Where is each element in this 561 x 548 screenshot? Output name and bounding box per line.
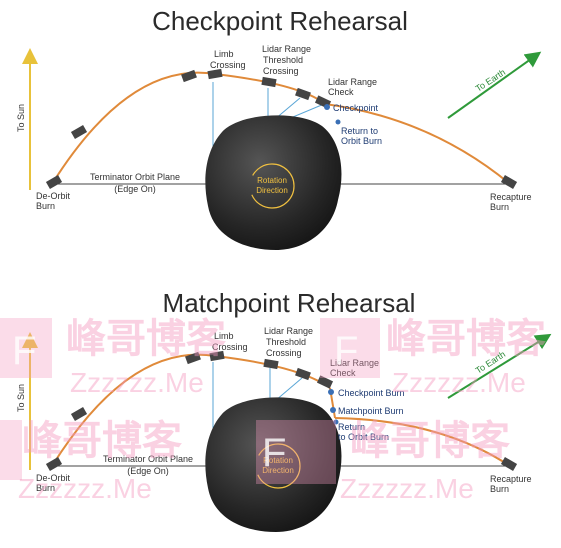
watermark-logo [0, 318, 52, 378]
spacecraft-icon [70, 125, 88, 139]
lidar-threshold-label: Threshold [263, 55, 303, 65]
deorbit-label: Burn [36, 483, 55, 493]
return-trajectory [334, 417, 511, 467]
rotation-label: Rotation [263, 456, 293, 465]
return-label: Orbit Burn [341, 136, 382, 146]
return-label: Return [338, 422, 365, 432]
watermark-logo-letter: F [262, 431, 286, 475]
deorbit-label: Burn [36, 201, 55, 211]
lidar-threshold-label: Lidar Range [264, 326, 313, 336]
lidar-threshold-label: Crossing [266, 348, 302, 358]
spacecraft-icon [263, 358, 279, 370]
lidar-check-label: Lidar Range [330, 358, 379, 368]
spacecraft-icon [185, 351, 201, 365]
lidar-check-label: Check [328, 87, 354, 97]
watermark-logo-letter: F [334, 329, 358, 373]
return-dot [333, 419, 339, 425]
limb-label: Limb [214, 331, 234, 341]
lidar-threshold-label: Crossing [263, 66, 299, 76]
rotation-label: Direction [256, 186, 288, 195]
return-label: Return to [341, 126, 378, 136]
recapture-label: Recapture [490, 192, 532, 202]
asteroid [205, 115, 342, 250]
panel-title: Matchpoint Rehearsal [163, 288, 416, 318]
spacecraft-icon [500, 175, 518, 189]
watermark: F F F 峰哥博客 峰哥博客 Zzzzzz.Me Zzzzzz.Me 峰哥博客… [0, 316, 546, 504]
checkpoint-dot [324, 104, 330, 110]
spacecraft-icon [181, 69, 197, 83]
spacecraft-icon [316, 375, 334, 389]
rotation-label: Rotation [257, 176, 287, 185]
earth-arrow [447, 51, 542, 119]
watermark-text-cn: 峰哥博客 [66, 316, 226, 362]
recapture-label: Recapture [490, 474, 532, 484]
spacecraft-icon [207, 68, 223, 80]
watermark-text-en: Zzzzzz.Me [18, 473, 152, 504]
panel-checkpoint: Checkpoint Rehearsal To Sun To Earth Rot… [16, 6, 542, 250]
matchpoint-burn-label: Matchpoint Burn [338, 406, 404, 416]
watermark-text-cn: 峰哥博客 [386, 316, 546, 362]
watermark-logo [0, 420, 22, 480]
panel-title: Checkpoint Rehearsal [152, 6, 408, 36]
rotation-ring [249, 163, 295, 209]
return-label: to Orbit Burn [338, 432, 389, 442]
spacecraft-icon [45, 175, 63, 189]
watermark-text-en: Zzzzzz.Me [392, 367, 526, 398]
spacecraft-icon [500, 457, 518, 471]
sun-label: To Sun [16, 104, 26, 132]
spacecraft-icon [295, 367, 311, 381]
earth-arrow [447, 333, 552, 399]
terminator-label: (Edge On) [114, 184, 156, 194]
sun-label: To Sun [16, 384, 26, 412]
spacecraft-icon [70, 407, 88, 421]
watermark-text-en: Zzzzzz.Me [340, 473, 474, 504]
limb-label: Limb [214, 49, 234, 59]
checkpoint-burn-dot [328, 389, 334, 395]
spacecraft-icon [295, 87, 311, 101]
lidar-threshold-label: Threshold [266, 337, 306, 347]
deorbit-label: De-Orbit [36, 473, 71, 483]
spacecraft-icon [209, 350, 225, 362]
checkpoint-label: Checkpoint [333, 103, 379, 113]
spacecraft-icon [261, 76, 277, 88]
lidar-check-label: Check [330, 368, 356, 378]
recapture-label: Burn [490, 484, 509, 494]
asteroid [205, 397, 342, 532]
watermark-logo-letter: F [12, 329, 36, 373]
deorbit-label: De-Orbit [36, 191, 71, 201]
limb-label: Crossing [210, 60, 246, 70]
return-dot [335, 119, 341, 125]
rotation-label: Direction [262, 466, 294, 475]
watermark-logo [256, 420, 336, 484]
watermark-text-cn: 峰哥博客 [350, 418, 510, 464]
checkpoint-burn-label: Checkpoint Burn [338, 388, 405, 398]
terminator-label: Terminator Orbit Plane [103, 454, 193, 464]
lidar-check-label: Lidar Range [328, 77, 377, 87]
terminator-label: Terminator Orbit Plane [90, 172, 180, 182]
lidar-threshold-label: Lidar Range [262, 44, 311, 54]
return-trajectory [324, 103, 511, 185]
watermark-text-cn: 峰哥博客 [22, 418, 182, 464]
recapture-label: Burn [490, 202, 509, 212]
spacecraft-icon [45, 457, 63, 471]
watermark-logo [320, 318, 380, 378]
limb-label: Crossing [212, 342, 248, 352]
rotation-ring [255, 443, 301, 489]
matchpoint-burn-dot [330, 407, 336, 413]
watermark-text-en: Zzzzzz.Me [70, 367, 204, 398]
terminator-label: (Edge On) [127, 466, 169, 476]
